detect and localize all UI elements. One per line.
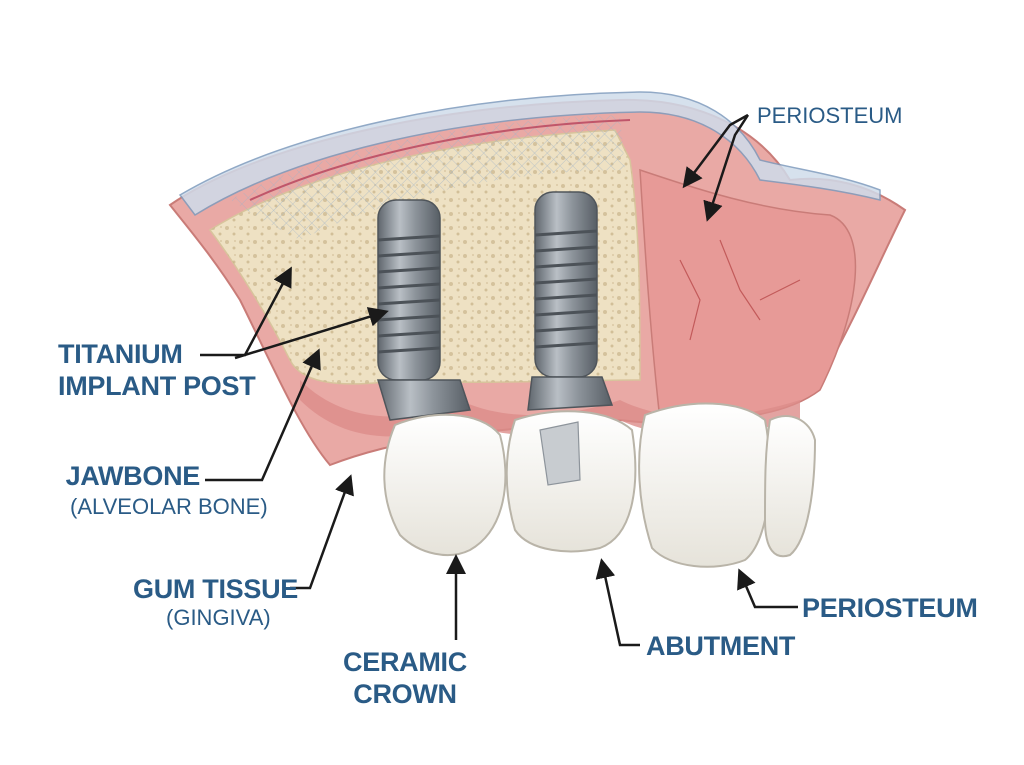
periosteum-membrane [178, 91, 881, 216]
label-jawbone: JAWBONE [65, 461, 201, 491]
label-jawbone-sub: (ALVEOLAR BONE) [70, 494, 268, 519]
label-ceramic-line2: CROWN [353, 679, 457, 709]
leader-gum [290, 474, 354, 590]
implant-post-1 [376, 199, 472, 421]
label-periosteum-bottom: PERIOSTEUM [802, 593, 978, 623]
ceramic-crown-1 [383, 413, 507, 556]
label-titanium-line2: IMPLANT POST [58, 371, 256, 401]
leader-abutment [595, 558, 640, 647]
natural-tooth-1 [638, 402, 771, 568]
label-abutment: ABUTMENT [646, 631, 796, 661]
label-ceramic-line1: CERAMIC [343, 647, 467, 677]
leader-periosteum-bottom [737, 568, 798, 609]
natural-tooth-2 [763, 415, 817, 558]
leader-jawbone [205, 348, 321, 482]
leader-periosteum-top-b [703, 114, 750, 222]
label-gum-tissue: GUM TISSUE [133, 574, 299, 604]
label-gum-sub: (GINGIVA) [166, 605, 271, 630]
leader-periosteum-top-a [682, 113, 749, 189]
leader-titanium-b [234, 307, 389, 360]
leader-lines [200, 113, 798, 647]
implant-post-2 [527, 191, 614, 411]
label-titanium-line1: TITANIUM [58, 339, 183, 369]
label-periosteum-top: PERIOSTEUM [757, 103, 903, 128]
